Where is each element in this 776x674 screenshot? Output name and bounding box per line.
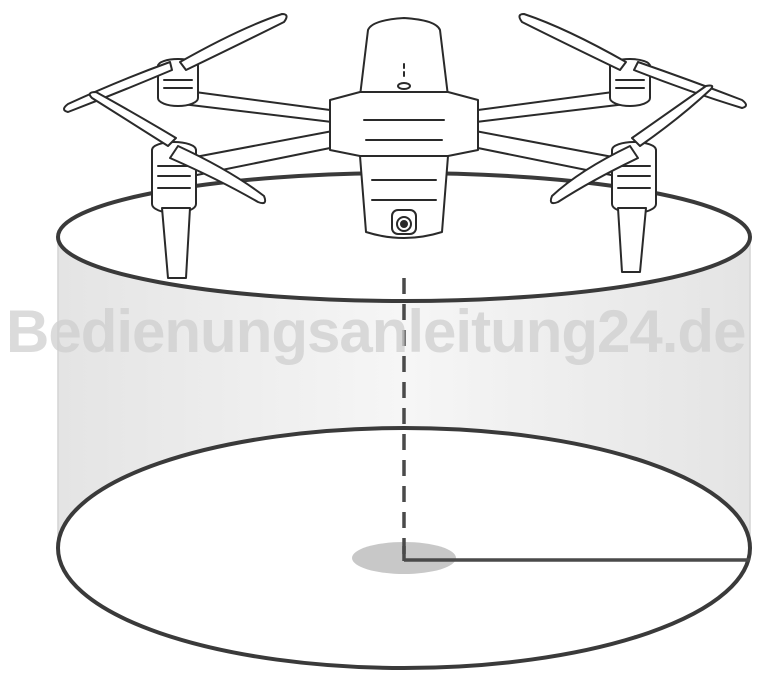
quadcopter-drone-icon xyxy=(63,13,747,279)
front-left-propeller-b xyxy=(88,91,177,147)
camera-icon xyxy=(391,209,417,235)
rear-right-arm xyxy=(475,89,629,123)
watermark-text: Bedienungsanleitung24.de xyxy=(6,298,745,365)
drone-body-top xyxy=(359,17,449,97)
front-left-leg xyxy=(161,207,191,279)
front-right-propeller xyxy=(549,145,639,205)
rear-left-propeller xyxy=(179,13,288,71)
rear-left-arm xyxy=(179,89,333,123)
drone-body-mid xyxy=(329,91,479,157)
rear-right-propeller xyxy=(518,13,627,71)
status-led xyxy=(397,82,411,90)
rear-left-propeller-b xyxy=(63,61,173,113)
rear-right-propeller-b xyxy=(633,61,747,109)
drone-body-front xyxy=(359,155,449,239)
front-right-leg xyxy=(617,207,647,273)
front-right-propeller-b xyxy=(631,84,714,147)
front-left-propeller xyxy=(169,145,267,205)
